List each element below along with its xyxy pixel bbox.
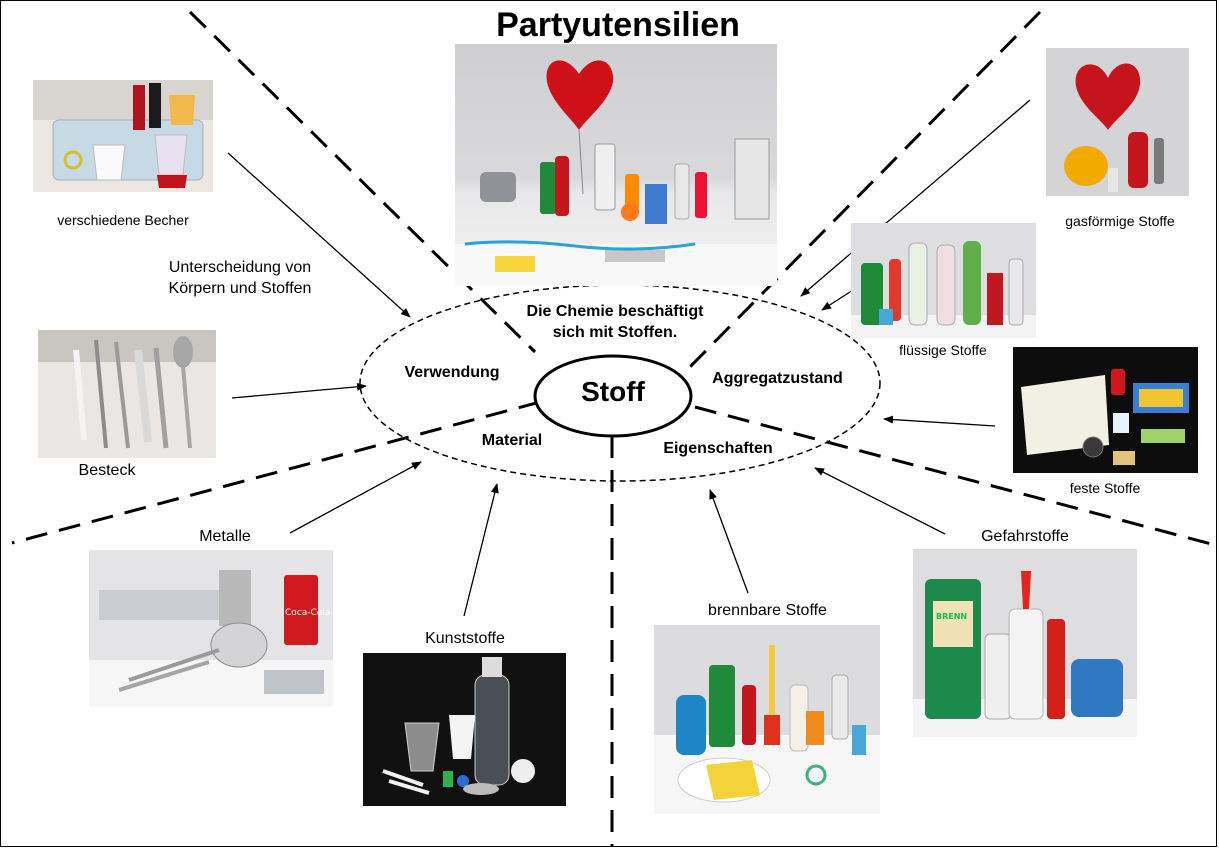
photo-solids (1013, 347, 1198, 473)
photo-hazardous: BRENN (913, 549, 1137, 737)
caption-flammable: brennbare Stoffe (708, 602, 827, 619)
svg-text:BRENN: BRENN (936, 612, 967, 621)
photo-cups (33, 80, 213, 192)
photo-cutlery (38, 330, 216, 458)
caption-liquids: flüssige Stoffe (899, 342, 987, 358)
caption-hazardous: Gefahrstoffe (981, 528, 1069, 545)
caption-cups: verschiedene Becher (57, 212, 189, 228)
gases-illustration (1064, 63, 1164, 192)
arrow-gases (800, 99, 1031, 297)
caption-cutlery: Besteck (78, 462, 136, 479)
solids-illustration (1021, 369, 1189, 465)
divider-top-right (683, 10, 1042, 374)
photo-flammable (654, 625, 880, 814)
arrow-plastics (463, 483, 499, 617)
liquids-illustration (851, 241, 1036, 338)
divider-right (694, 405, 1216, 547)
plastics-illustration (382, 657, 535, 795)
photo-party-utensils (455, 44, 777, 286)
cups-illustration (33, 80, 213, 188)
hazardous-illustration: BRENN (913, 571, 1137, 737)
center-ellipse (533, 354, 693, 438)
metals-illustration: Coca-Cola (89, 570, 333, 707)
arrow-liquids (821, 289, 854, 311)
note-line1: Unterscheidung von (168, 259, 312, 276)
cutlery-illustration (38, 330, 216, 449)
statement-line2: sich mit Stoffen. (552, 324, 678, 341)
aspect-usage: Verwendung (404, 364, 500, 381)
aspect-material: Material (481, 432, 543, 449)
photo-liquids (851, 223, 1036, 338)
divider-left (11, 400, 541, 545)
page-title: Partyutensilien (496, 6, 740, 44)
arrow-cups (227, 152, 411, 318)
party-illustration (455, 60, 777, 286)
caption-solids: feste Stoffe (1069, 480, 1141, 496)
divider-top-left (188, 10, 537, 354)
statement-line1: Die Chemie beschäftigt (526, 303, 704, 320)
photo-gases (1046, 48, 1189, 196)
caption-metals: Metalle (199, 528, 251, 545)
arrow-cutlery (231, 382, 367, 399)
caption-plastics: Kunststoffe (425, 630, 505, 647)
aspect-state: Aggregatzustand (712, 370, 843, 387)
arrow-hazardous (814, 467, 946, 535)
photo-plastics (363, 653, 566, 806)
note-line2: Körpern und Stoffen (168, 280, 312, 297)
arrow-solids (883, 415, 996, 427)
arrow-metals (289, 461, 422, 534)
arrow-flammable (709, 489, 749, 594)
photo-metals: Coca-Cola (89, 550, 333, 707)
svg-text:Coca-Cola: Coca-Cola (285, 608, 330, 618)
caption-gases: gasförmige Stoffe (1065, 213, 1175, 229)
aspect-properties: Eigenschaften (663, 440, 773, 457)
center-label: Stoff (581, 376, 645, 407)
flammable-illustration (654, 645, 880, 814)
